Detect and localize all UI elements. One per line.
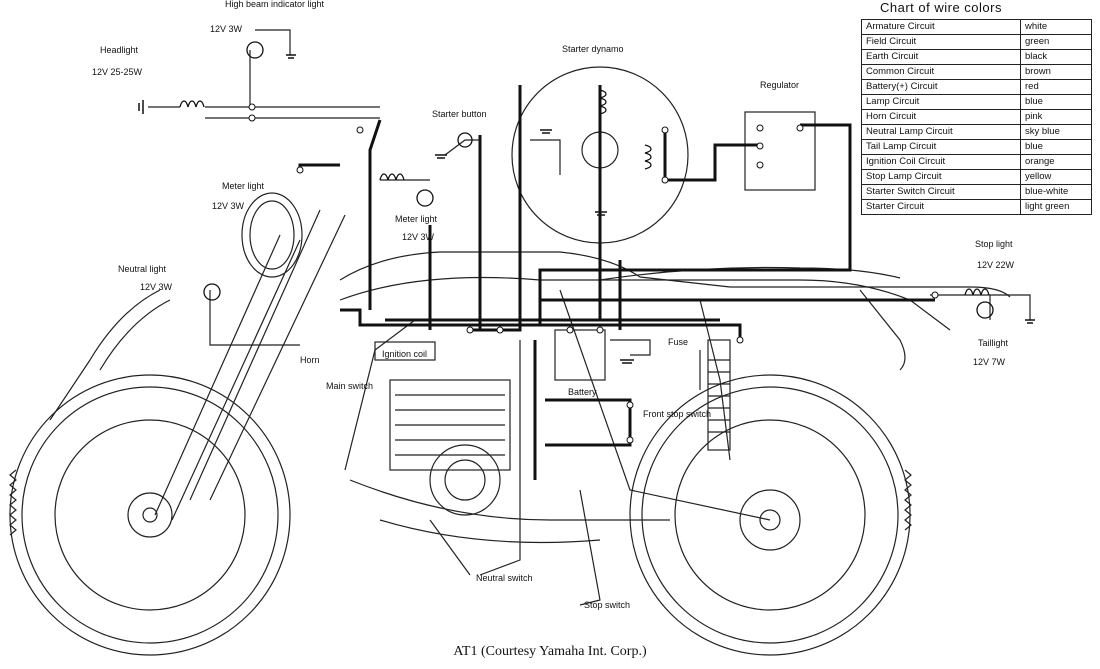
- engine: [349, 379, 670, 544]
- high-beam-label: High beam indicator light: [225, 0, 325, 9]
- wire-color: blue: [1020, 139, 1092, 155]
- wire-circuit: Lamp Circuit: [861, 94, 1021, 110]
- taillight-label: Taillight: [978, 338, 1009, 348]
- battery-box: [554, 329, 606, 381]
- rear-shock: [707, 339, 731, 451]
- taillight-watt: 12V 7W: [973, 357, 1006, 367]
- frame: [339, 251, 1011, 521]
- front-fork: [49, 209, 346, 521]
- wire-circuit: Armature Circuit: [861, 19, 1021, 35]
- wire-circuit: Horn Circuit: [861, 109, 1021, 125]
- meter-light-left-label: Meter light: [222, 181, 265, 191]
- neutral-switch-label: Neutral switch: [476, 573, 533, 583]
- wire-color: green: [1020, 34, 1092, 50]
- battery-label: Battery: [568, 387, 597, 397]
- wire-circuit: Common Circuit: [861, 64, 1021, 80]
- regulator-label: Regulator: [760, 80, 800, 90]
- wire-chart-title: Chart of wire colors: [880, 0, 1002, 15]
- headlight-label: Headlight: [100, 45, 139, 55]
- high-beam-watt: 12V 3W: [210, 24, 243, 34]
- wire-circuit: Starter Circuit: [861, 199, 1021, 215]
- meter-light-mid-label: Meter light: [395, 214, 438, 224]
- wire-circuit: Neutral Lamp Circuit: [861, 124, 1021, 140]
- wire-circuit: Stop Lamp Circuit: [861, 169, 1021, 185]
- rear-wheel: [629, 374, 912, 656]
- wire-color: blue-white: [1020, 184, 1092, 200]
- caption: AT1 (Courtesy Yamaha Int. Corp.): [453, 644, 647, 659]
- stop-light-label: Stop light: [975, 239, 1013, 249]
- headlight-watt: 12V 25-25W: [92, 67, 143, 77]
- ignition-coil-box: [374, 341, 436, 361]
- wire-color: red: [1020, 79, 1092, 95]
- wire-color: brown: [1020, 64, 1092, 80]
- headlight-shell: [241, 192, 303, 278]
- starter-button-label: Starter button: [432, 109, 487, 119]
- meter-light-mid-watt: 12V 3W: [402, 232, 435, 242]
- main-switch-label: Main switch: [326, 381, 374, 391]
- meter-light-left-watt: 12V 3W: [212, 201, 245, 211]
- wire-color: yellow: [1020, 169, 1092, 185]
- wire-circuit: Ignition Coil Circuit: [861, 154, 1021, 170]
- neutral-light-watt: 12V 3W: [140, 282, 173, 292]
- wire-circuit: Field Circuit: [861, 34, 1021, 50]
- wire-circuit: Earth Circuit: [861, 49, 1021, 65]
- fuse-label: Fuse: [668, 337, 689, 347]
- front-wheel: [9, 374, 291, 656]
- regulator-box: [744, 111, 816, 191]
- wire-color: blue: [1020, 94, 1092, 110]
- wire-circuit: Battery(+) Circuit: [861, 79, 1021, 95]
- wire-circuit: Tail Lamp Circuit: [861, 139, 1021, 155]
- wire-color: light green: [1020, 199, 1092, 215]
- horn-label: Horn: [300, 355, 320, 365]
- stop-switch-label: Stop switch: [584, 600, 631, 610]
- ignition-coil-label: Ignition coil: [382, 349, 428, 359]
- wire-color: black: [1020, 49, 1092, 65]
- front-stop-switch-label: Front stop switch: [643, 409, 712, 419]
- wire-color: pink: [1020, 109, 1092, 125]
- wire-color: sky blue: [1020, 124, 1092, 140]
- wire-color: orange: [1020, 154, 1092, 170]
- wire-circuit: Starter Switch Circuit: [861, 184, 1021, 200]
- wire-color: white: [1020, 19, 1092, 35]
- stop-light-watt: 12V 22W: [977, 260, 1015, 270]
- starter-dynamo-label: Starter dynamo: [562, 44, 624, 54]
- neutral-light-label: Neutral light: [118, 264, 167, 274]
